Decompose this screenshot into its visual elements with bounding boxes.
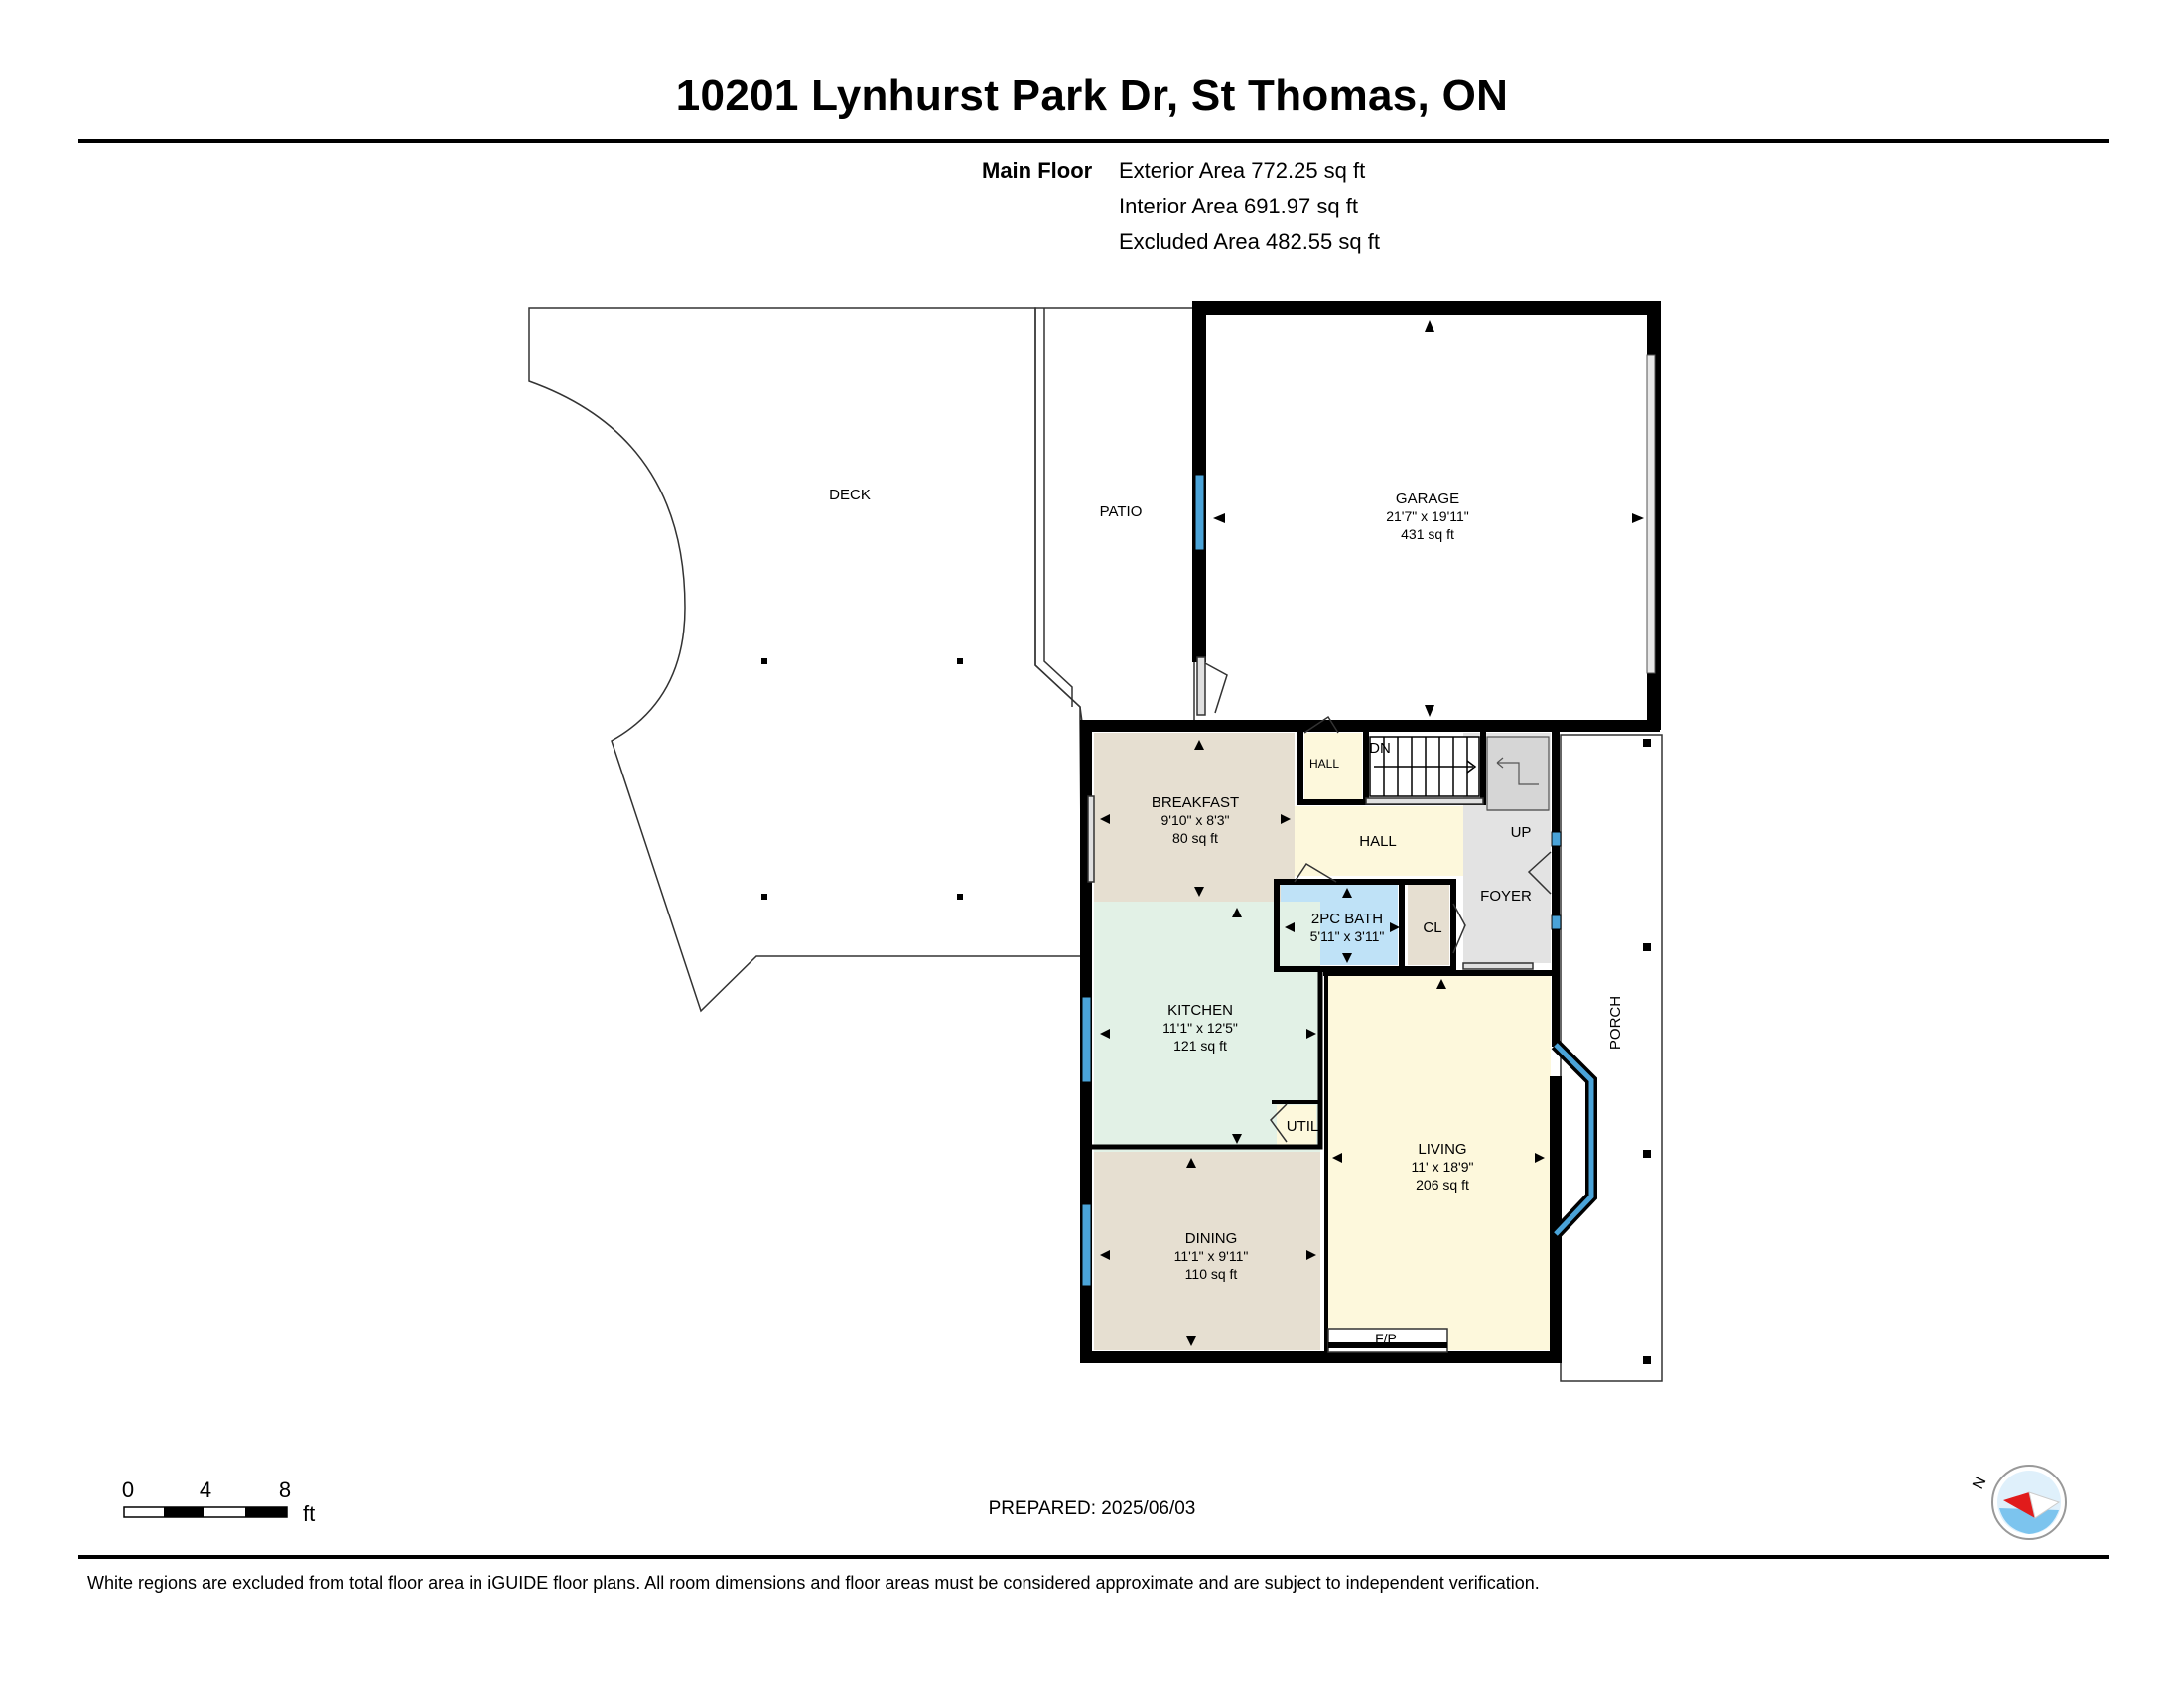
scale-bar: 0 4 8 ft (122, 1477, 315, 1526)
living-area: 206 sq ft (1416, 1177, 1469, 1193)
porch-label: PORCH (1607, 996, 1624, 1050)
floor-plan: DECK PATIO GARAGE 21'7" x 19'11" 431 sq … (528, 301, 1663, 1382)
scale-unit: ft (303, 1501, 315, 1526)
living-dims: 11' x 18'9" (1412, 1159, 1474, 1175)
floor-label: Main Floor (982, 158, 1093, 183)
exterior-area: Exterior Area 772.25 sq ft (1119, 158, 1366, 183)
breakfast-dims: 9'10" x 8'3" (1161, 812, 1230, 828)
excluded-area: Excluded Area 482.55 sq ft (1119, 229, 1380, 254)
breakfast-area: 80 sq ft (1172, 830, 1218, 846)
page-title: 10201 Lynhurst Park Dr, St Thomas, ON (675, 71, 1509, 120)
dimension-arrows (1100, 320, 1644, 1346)
posts (761, 658, 1651, 1364)
scale-tick-0: 0 (122, 1477, 134, 1502)
top-rule (78, 139, 2109, 143)
garage-fill (1205, 314, 1650, 717)
compass-north-label: N (1970, 1475, 1989, 1492)
stairs-down (1369, 736, 1480, 797)
doors (1087, 656, 1552, 1143)
hall-label: HALL (1359, 833, 1397, 850)
breakfast-fill (1094, 733, 1295, 902)
kitchen-area: 121 sq ft (1173, 1038, 1227, 1054)
fireplace-label: F/P (1375, 1331, 1397, 1346)
scale-tick-4: 4 (200, 1477, 211, 1502)
deck-label: DECK (829, 487, 871, 503)
dining-fill (1094, 1152, 1320, 1350)
stairs-up (1486, 736, 1550, 811)
windows (1081, 474, 1562, 1287)
bottom-rule (78, 1555, 2109, 1559)
stairs-down-label: DN (1369, 740, 1391, 757)
dining-area: 110 sq ft (1185, 1266, 1238, 1282)
bath-dims: 5'11" x 3'11" (1310, 928, 1385, 944)
disclaimer-text: White regions are excluded from total fl… (87, 1573, 1540, 1593)
deck-outline (528, 307, 1083, 1013)
porch-outline (1560, 734, 1663, 1382)
closet-fill (1408, 884, 1449, 965)
scale-tick-8: 8 (279, 1477, 291, 1502)
compass: N (1970, 1465, 2067, 1540)
breakfast-label: BREAKFAST (1152, 794, 1239, 811)
bay-window-glass (1554, 1043, 1594, 1236)
utility-fill (1277, 1105, 1316, 1149)
hall-small-label: HALL (1309, 757, 1339, 771)
closet-label: CL (1423, 919, 1441, 936)
garage-dims: 21'7" x 19'11" (1386, 508, 1469, 524)
fireplace (1327, 1328, 1448, 1353)
kitchen-dims: 11'1" x 12'5" (1162, 1020, 1238, 1036)
dining-label: DINING (1185, 1230, 1238, 1247)
foyer-label: FOYER (1480, 888, 1532, 905)
living-label: LIVING (1418, 1141, 1466, 1158)
kitchen-label: KITCHEN (1167, 1002, 1233, 1019)
bath-label: 2PC BATH (1311, 911, 1383, 927)
hall-small-fill (1304, 733, 1362, 802)
utility-label: UTIL (1287, 1118, 1319, 1135)
dining-dims: 11'1" x 9'11" (1174, 1248, 1249, 1264)
garage-label: GARAGE (1396, 491, 1459, 507)
prepared-date: PREPARED: 2025/06/03 (988, 1498, 1196, 1519)
patio-label: PATIO (1100, 503, 1143, 520)
garage-side-door (1646, 354, 1656, 674)
patio-inner-line (1043, 308, 1073, 707)
living-fill (1326, 973, 1551, 1350)
stairs-up-label: UP (1511, 824, 1532, 841)
garage-area: 431 sq ft (1401, 526, 1454, 542)
hall-fill (1295, 806, 1463, 876)
room-labels: DECK PATIO GARAGE 21'7" x 19'11" 431 sq … (829, 487, 1624, 1346)
interior-area: Interior Area 691.97 sq ft (1119, 194, 1358, 218)
